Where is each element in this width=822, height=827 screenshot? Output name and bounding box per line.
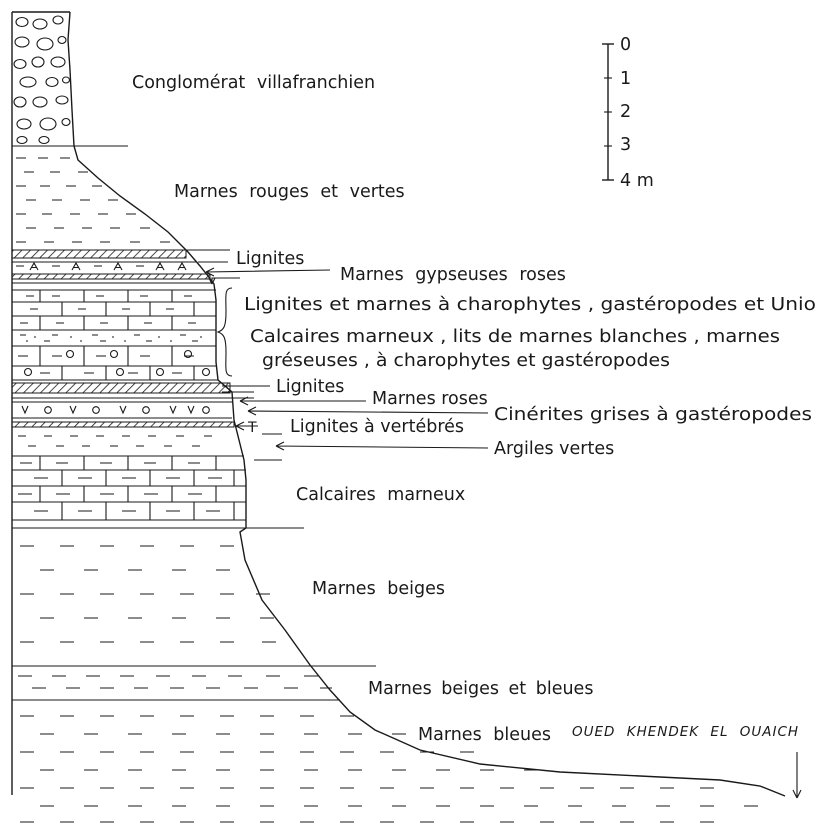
calcaires-upper-layer <box>12 290 218 380</box>
cinerites-band <box>12 402 232 418</box>
scale-tick-3: 3 <box>620 135 631 155</box>
conglomerate-layer <box>14 16 70 144</box>
lignite-band-3 <box>12 383 230 393</box>
scale-bar: 0 1 2 3 4 m <box>602 35 654 191</box>
lignite-band-1 <box>12 250 215 258</box>
label-oued: OUED KHENDEK EL OUAICH <box>572 724 799 740</box>
label-calcaires-line1: Calcaires marneux , lits de marnes blanc… <box>250 327 780 347</box>
gypsum-band <box>12 262 196 270</box>
label-marnes-rouges: Marnes rouges et vertes <box>174 182 405 202</box>
lignite-band-4 <box>12 422 234 427</box>
label-calcaires-marneux: Calcaires marneux <box>296 485 465 505</box>
label-marnes-beiges: Marnes beiges <box>312 579 445 599</box>
scale-tick-4: 4 m <box>620 171 654 191</box>
label-conglomerat: Conglomérat villafranchien <box>132 73 375 93</box>
marnes-beiges-layer <box>12 546 376 666</box>
marnes-rouges-layer <box>12 146 170 242</box>
scale-tick-2: 2 <box>620 102 631 122</box>
label-lignites-vertebres: Lignites à vertébrés <box>290 417 464 437</box>
scale-tick-1: 1 <box>620 69 631 89</box>
argiles-layer <box>12 436 244 456</box>
lignite-band-2 <box>12 274 214 283</box>
label-argiles: Argiles vertes <box>494 439 614 459</box>
label-cinerites: Cinérites grises à gastéropodes <box>494 405 812 425</box>
label-lignites-charophytes: Lignites et marnes à charophytes , gasté… <box>244 295 816 315</box>
label-marnes-roses: Marnes roses <box>372 389 488 409</box>
label-calcaires-line2: gréseuses , à charophytes et gastéropode… <box>262 351 670 371</box>
label-marnes-bleues: Marnes bleues <box>418 725 551 745</box>
label-marnes-beiges-bleues: Marnes beiges et bleues <box>368 679 593 699</box>
calcaires-marneux-layer <box>12 456 304 528</box>
label-lignites-2: Lignites <box>276 377 344 397</box>
label-lignites-1: Lignites <box>236 249 304 269</box>
marnes-beiges-bleues-layer <box>12 676 340 700</box>
label-marnes-gypseuses: Marnes gypseuses roses <box>340 265 566 285</box>
scale-tick-0: 0 <box>620 35 631 55</box>
layer-labels: Conglomérat villafranchien Marnes rouges… <box>132 73 816 745</box>
vertebrate-symbol: T <box>247 420 257 436</box>
